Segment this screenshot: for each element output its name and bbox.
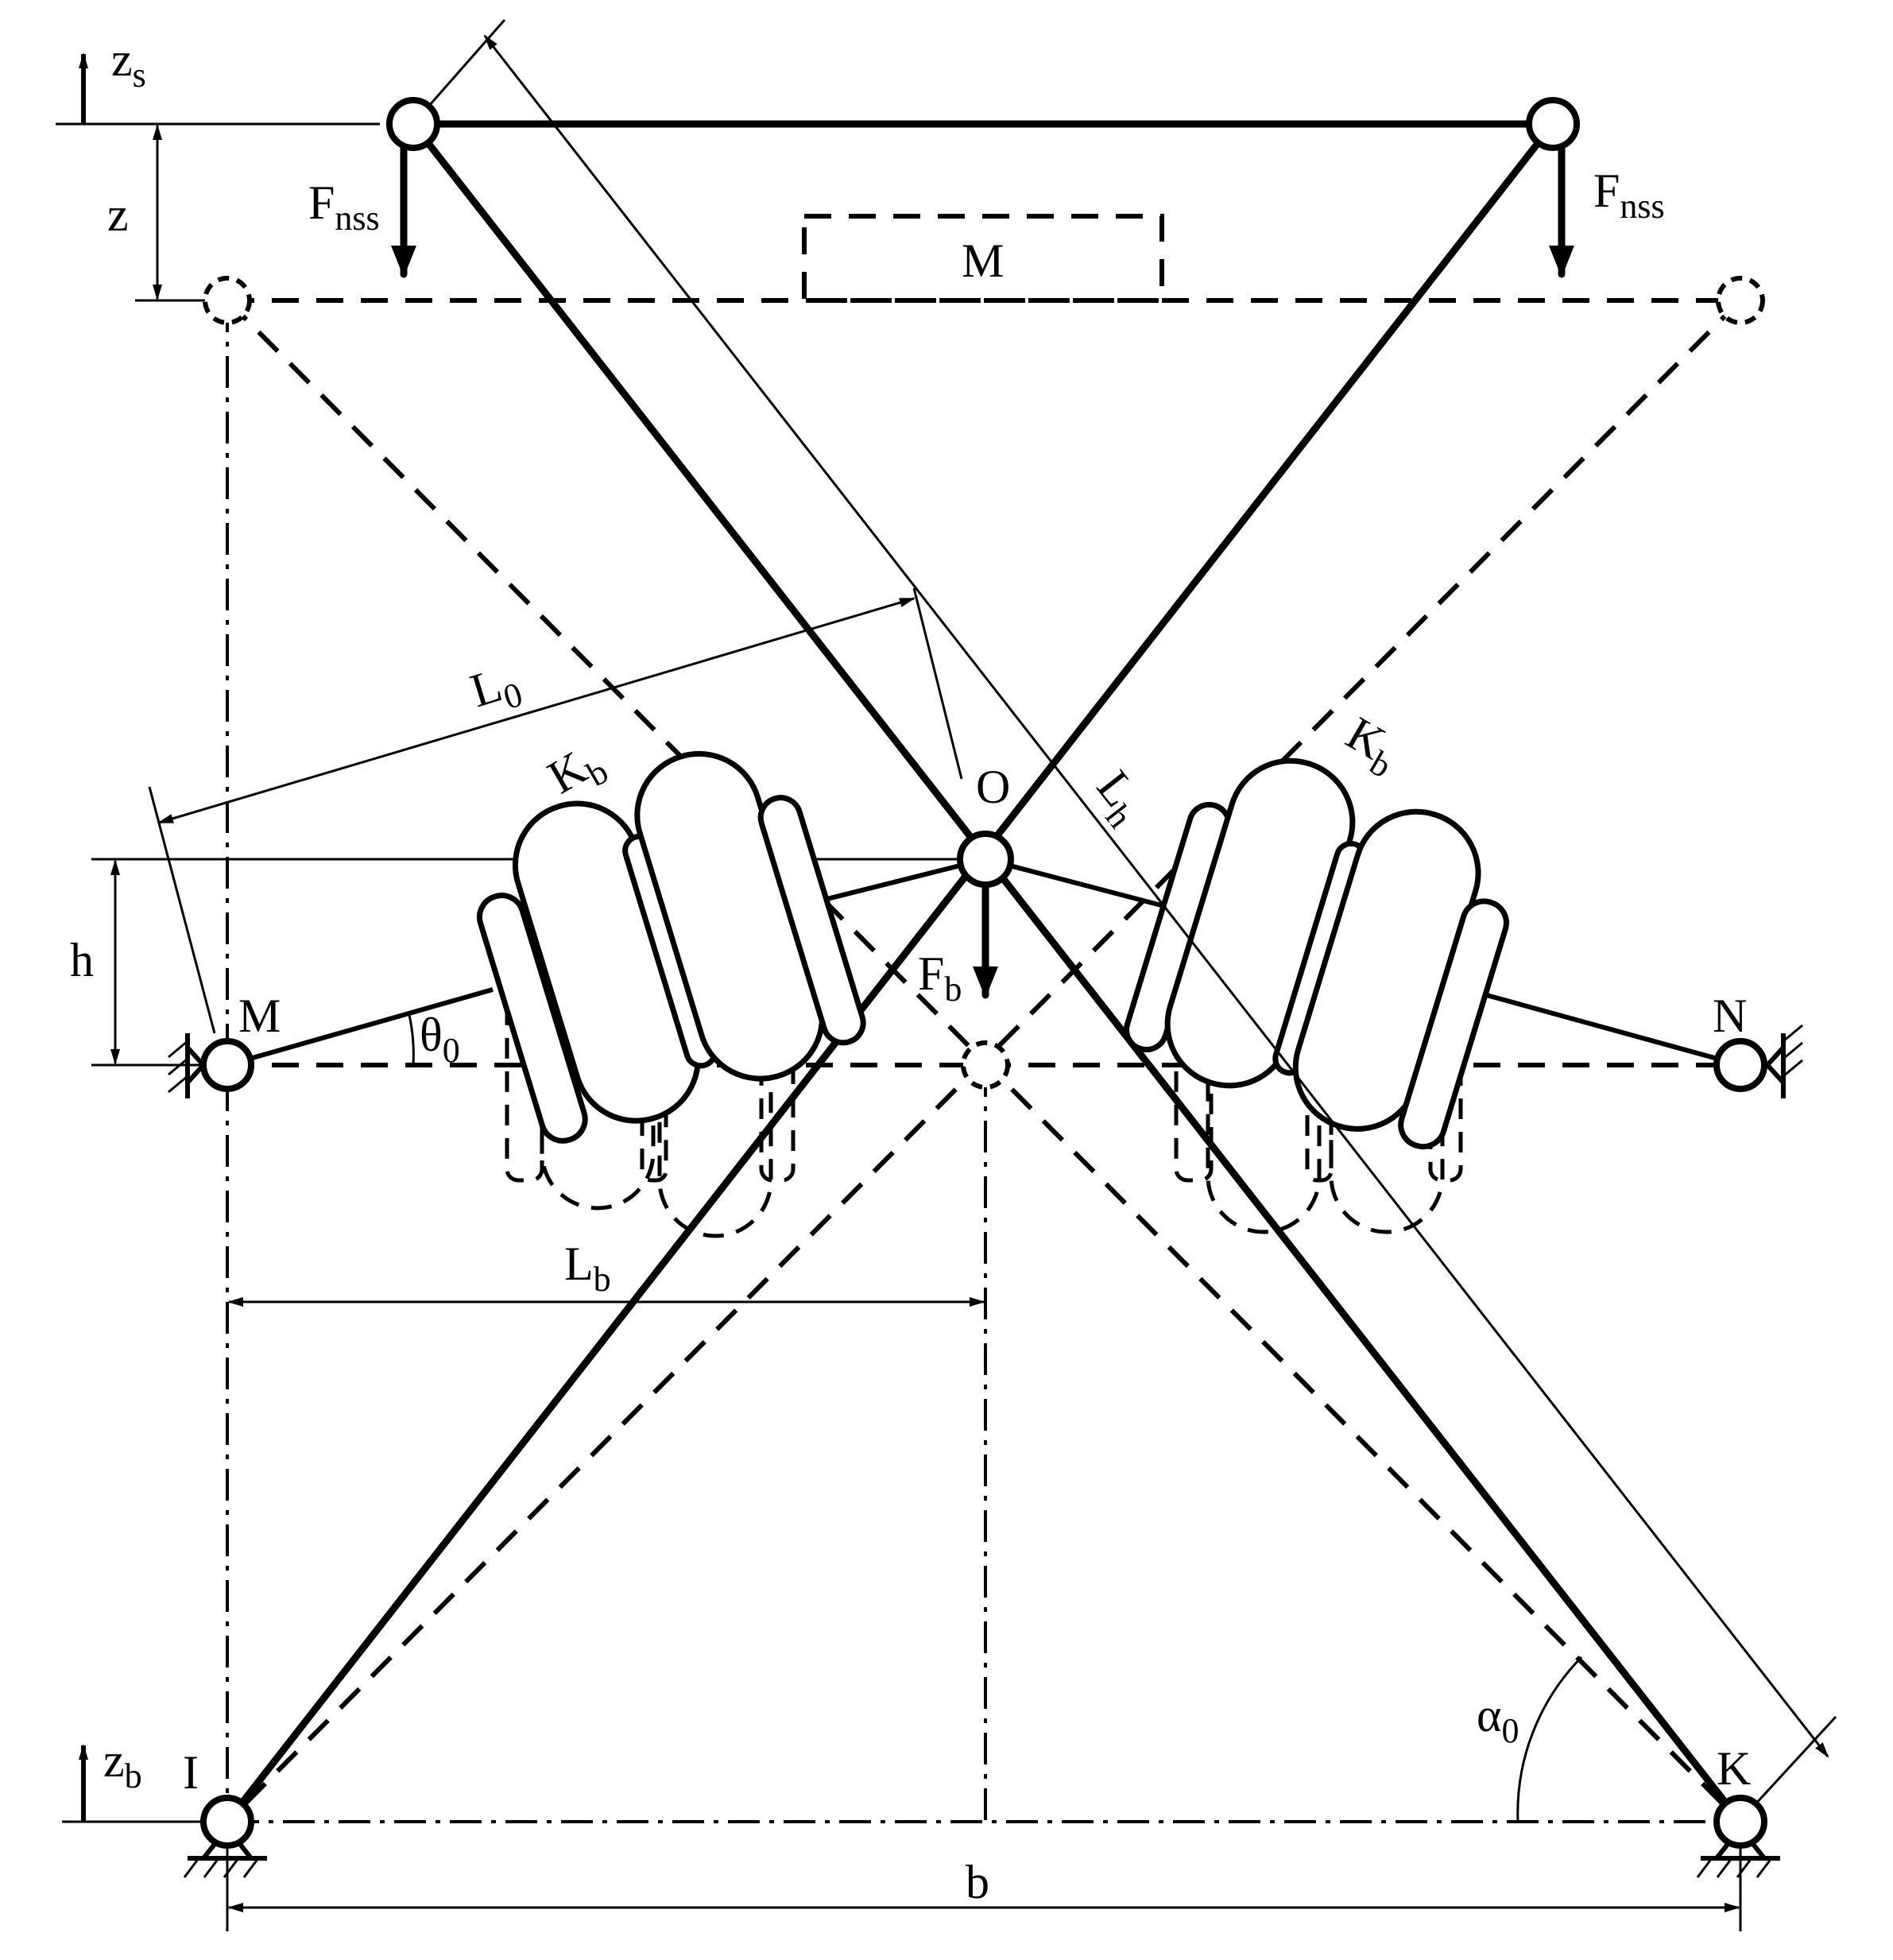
n-wall-support bbox=[1765, 1024, 1803, 1098]
z-label: z bbox=[107, 188, 129, 241]
center-joint-o bbox=[957, 831, 1014, 888]
right-spring-assembly bbox=[1124, 757, 1509, 1150]
lh-dimension bbox=[483, 34, 1829, 1758]
fb-label: Fb bbox=[918, 947, 962, 1009]
k-joint-label: K bbox=[1717, 1742, 1751, 1795]
m-joint-label: M bbox=[238, 990, 281, 1042]
theta0-arc bbox=[408, 1014, 415, 1066]
lh-extension-top bbox=[416, 19, 506, 120]
left-spring-assembly bbox=[476, 750, 866, 1144]
i-joint-label: I bbox=[183, 1746, 199, 1799]
h-label: h bbox=[70, 934, 94, 986]
kb-right-label: Kb bbox=[1334, 707, 1409, 785]
left-spring-link-outer bbox=[226, 987, 494, 1067]
theta0-label: θ0 bbox=[420, 1009, 460, 1070]
l0-label: L0 bbox=[465, 653, 528, 726]
l0-dimension bbox=[157, 597, 916, 824]
top-left-joint bbox=[386, 97, 440, 151]
lh-extension-bottom bbox=[1743, 1715, 1837, 1818]
displaced-center-joint bbox=[961, 1040, 1010, 1090]
l0-extension-left bbox=[148, 786, 216, 1034]
zb-label: zb bbox=[103, 1734, 142, 1795]
displaced-top-left-joint bbox=[203, 276, 252, 325]
fnss-right-label: Fnss bbox=[1593, 165, 1665, 226]
n-joint-label: N bbox=[1713, 990, 1747, 1042]
mass-label: M bbox=[962, 234, 1004, 287]
labels: zs z Fnss Fnss M L0 Kb Kb O Lh h M N θ0 … bbox=[70, 33, 1751, 1908]
zs-label: zs bbox=[111, 33, 146, 95]
joint-k bbox=[1713, 1795, 1767, 1849]
top-right-joint bbox=[1526, 97, 1580, 151]
joint-n bbox=[1713, 1038, 1767, 1092]
displaced-top-right-joint bbox=[1716, 276, 1765, 325]
joint-i bbox=[200, 1795, 254, 1849]
b-label: b bbox=[966, 1856, 989, 1908]
lh-label: Lh bbox=[1080, 761, 1157, 835]
joint-m bbox=[200, 1038, 254, 1092]
dimensions bbox=[110, 19, 1837, 1931]
force-arrows bbox=[391, 138, 1574, 999]
joints bbox=[200, 97, 1767, 1849]
alpha0-arc bbox=[1516, 1656, 1583, 1822]
right-spring-link-outer bbox=[1465, 987, 1741, 1067]
kb-left-label: Kb bbox=[540, 732, 615, 811]
lb-label: Lb bbox=[564, 1238, 611, 1299]
o-label: O bbox=[976, 761, 1010, 813]
fnss-left-label: Fnss bbox=[308, 176, 380, 238]
alpha0-label: α0 bbox=[1477, 1689, 1519, 1750]
